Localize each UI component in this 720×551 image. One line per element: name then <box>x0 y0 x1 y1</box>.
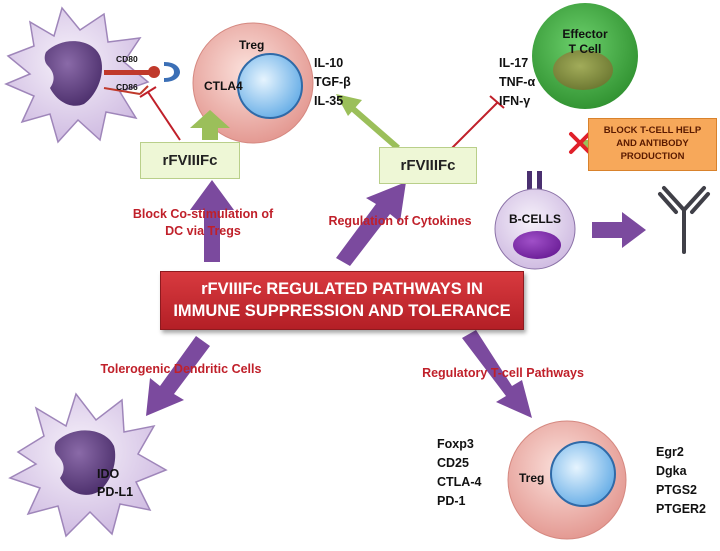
block-x-icon <box>569 132 591 154</box>
antibody-icon <box>658 186 710 254</box>
gene-ctla4: CTLA-4 <box>437 475 482 489</box>
tolerogenic-markers: IDO PD-L1 <box>97 465 133 501</box>
effector-cytokine-list: IL-17 TNF-α IFN-γ <box>499 54 535 111</box>
ctla4-receptor-shape <box>164 62 180 82</box>
effector-t-cell-label: Effector T Cell <box>562 27 608 56</box>
cytokine-il35: IL-35 <box>314 94 344 108</box>
cd80-cd86-receptors <box>103 66 160 95</box>
treg-cytokine-list: IL-10 TGF-β IL-35 <box>314 54 351 111</box>
cytokine-tgfb: TGF-β <box>314 75 351 89</box>
arrow-to-antibody <box>592 212 646 248</box>
gene-cd25: CD25 <box>437 456 469 470</box>
dendritic-cell-bottom <box>8 392 168 538</box>
treg-genes-left: Foxp3 CD25 CTLA-4 PD-1 <box>437 435 481 511</box>
marker-pdl1: PD-L1 <box>97 485 134 499</box>
inhibit-line-cytokines <box>451 95 505 149</box>
green-arrow-left <box>190 110 230 140</box>
purple-arrow-up-right <box>336 182 406 266</box>
pathway-tolerogenic-dc: Tolerogenic Dendritic Cells <box>100 362 262 376</box>
purple-arrow-up-left <box>190 180 234 262</box>
central-pathways-banner: rFVIIIFc REGULATED PATHWAYS IN IMMUNE SU… <box>160 271 524 330</box>
dendritic-cell-top <box>4 6 150 144</box>
green-arrow-cytokines <box>336 94 400 151</box>
b-cell <box>494 171 576 270</box>
gene-ptger2: PTGER2 <box>656 502 707 516</box>
treg-cell-bottom <box>507 420 627 540</box>
rfviiifc-box-left: rFVIIIFc <box>140 142 240 179</box>
pathway-regulatory-tcell: Regulatory T-cell Pathways <box>422 366 584 380</box>
effector-t-cell <box>532 3 638 109</box>
gene-foxp3: Foxp3 <box>437 437 474 451</box>
block-t-cell-help-box: BLOCK T-CELL HELP AND ANTIBODY PRODUCTIO… <box>588 118 717 171</box>
purple-arrow-down-left <box>146 336 210 416</box>
b-cells-label: B-CELLS <box>509 212 561 226</box>
cytokine-tnfa: TNF-α <box>499 75 536 89</box>
treg-top-label: Treg <box>239 38 265 52</box>
cd86-label: CD86 <box>116 82 138 92</box>
ctla4-label: CTLA4 <box>204 79 243 93</box>
cd80-label: CD80 <box>116 54 138 64</box>
cytokine-il10: IL-10 <box>314 56 344 70</box>
banner-line-1: rFVIIIFc REGULATED PATHWAYS IN <box>201 280 483 298</box>
treg-bottom-label: Treg <box>519 471 545 485</box>
inhibit-line-dc <box>139 86 181 141</box>
treg-genes-right: Egr2 Dgka PTGS2 PTGER2 <box>656 443 706 519</box>
pathway-regulation-cytokines: Regulation of Cytokines <box>328 214 472 228</box>
gene-pd1: PD-1 <box>437 494 466 508</box>
cytokine-il17: IL-17 <box>499 56 529 70</box>
purple-arrow-down-right <box>462 330 532 418</box>
gene-dgka: Dgka <box>656 464 687 478</box>
cytokine-ifng: IFN-γ <box>499 94 531 108</box>
marker-ido: IDO <box>97 467 120 481</box>
rfviiifc-box-right: rFVIIIFc <box>379 147 477 184</box>
banner-line-2: IMMUNE SUPPRESSION AND TOLERANCE <box>173 302 511 320</box>
gene-ptgs2: PTGS2 <box>656 483 697 497</box>
treg-cell-top <box>192 22 314 144</box>
pathway-block-costimulation: Block Co-stimulation of DC via Tregs <box>132 207 274 238</box>
gene-egr2: Egr2 <box>656 445 684 459</box>
